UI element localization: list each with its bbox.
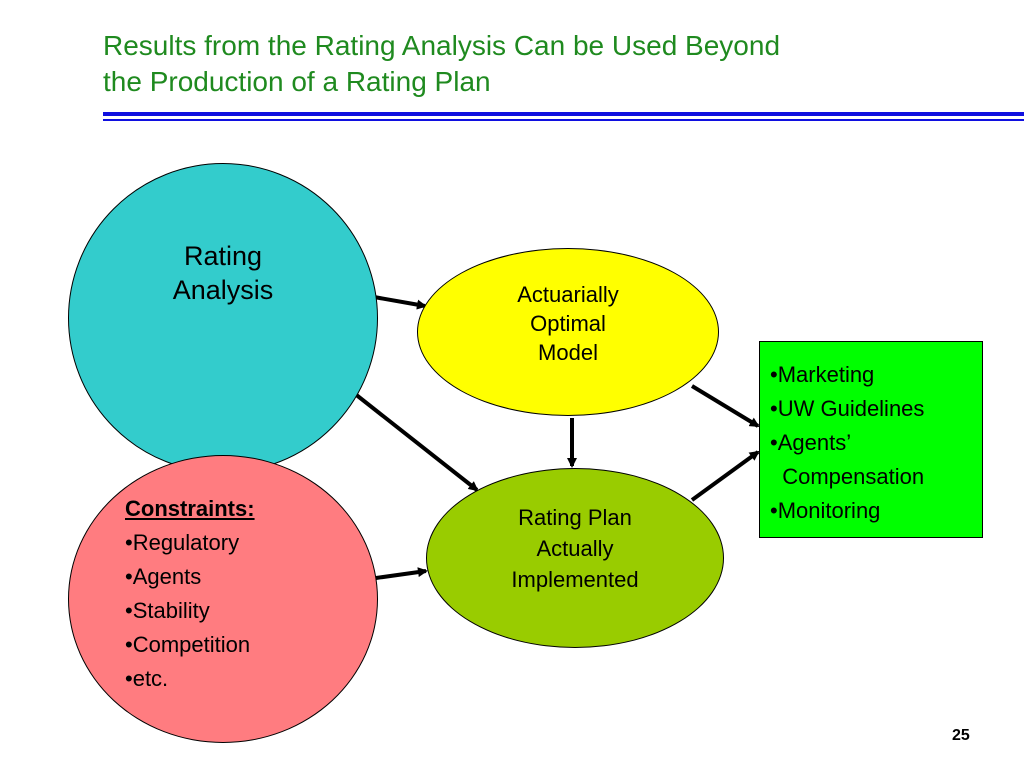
constraint-item: •Stability [125,598,210,623]
constraints-heading: Constraints: [125,496,255,521]
rating-analysis-line-1: Rating [183,241,263,271]
constraint-item: •Competition [125,632,251,657]
arrow-analysis-to-optimal [373,295,427,310]
title-rule-thin [103,119,1024,121]
implemented-plan-line-3: Implemented [511,566,639,592]
slide-title-line-2: the Production of a Rating Plan [103,66,491,97]
rating-analysis-line-2: Analysis [172,275,274,305]
use-item: •UW Guidelines [770,396,925,421]
constraint-item: •Regulatory [125,530,240,555]
optimal-model-line-1: Actuarially [517,281,619,307]
rating-analysis-node: Rating Analysis [68,163,378,473]
implemented-plan-node: Rating Plan Actually Implemented [426,468,724,648]
use-item: •Monitoring [770,498,881,523]
use-item: •Marketing [770,362,875,387]
arrow-constraints-to-implemented [375,567,428,580]
title-rule-thick [103,112,1024,116]
use-item: •Agents’ [770,430,852,455]
constraint-item: •etc. [125,666,169,691]
uses-box: •Marketing •UW Guidelines •Agents’ Compe… [759,341,983,538]
arrow-optimal-to-uses [690,384,760,428]
use-item: Compensation [770,464,925,489]
constraints-node: Constraints: •Regulatory •Agents •Stabil… [68,455,378,743]
arrow-implemented-to-uses [690,450,760,502]
implemented-plan-line-1: Rating Plan [518,504,632,530]
arrow-analysis-to-implemented [343,384,479,492]
optimal-model-node: Actuarially Optimal Model [417,248,719,416]
constraint-item: •Agents [125,564,202,589]
page-number: 25 [952,727,970,744]
slide-title: Results from the Rating Analysis Can be … [103,28,983,100]
optimal-model-line-2: Optimal [530,310,606,336]
implemented-plan-line-2: Actually [536,535,614,561]
optimal-model-line-3: Model [538,339,598,365]
slide-title-line-1: Results from the Rating Analysis Can be … [103,30,781,61]
